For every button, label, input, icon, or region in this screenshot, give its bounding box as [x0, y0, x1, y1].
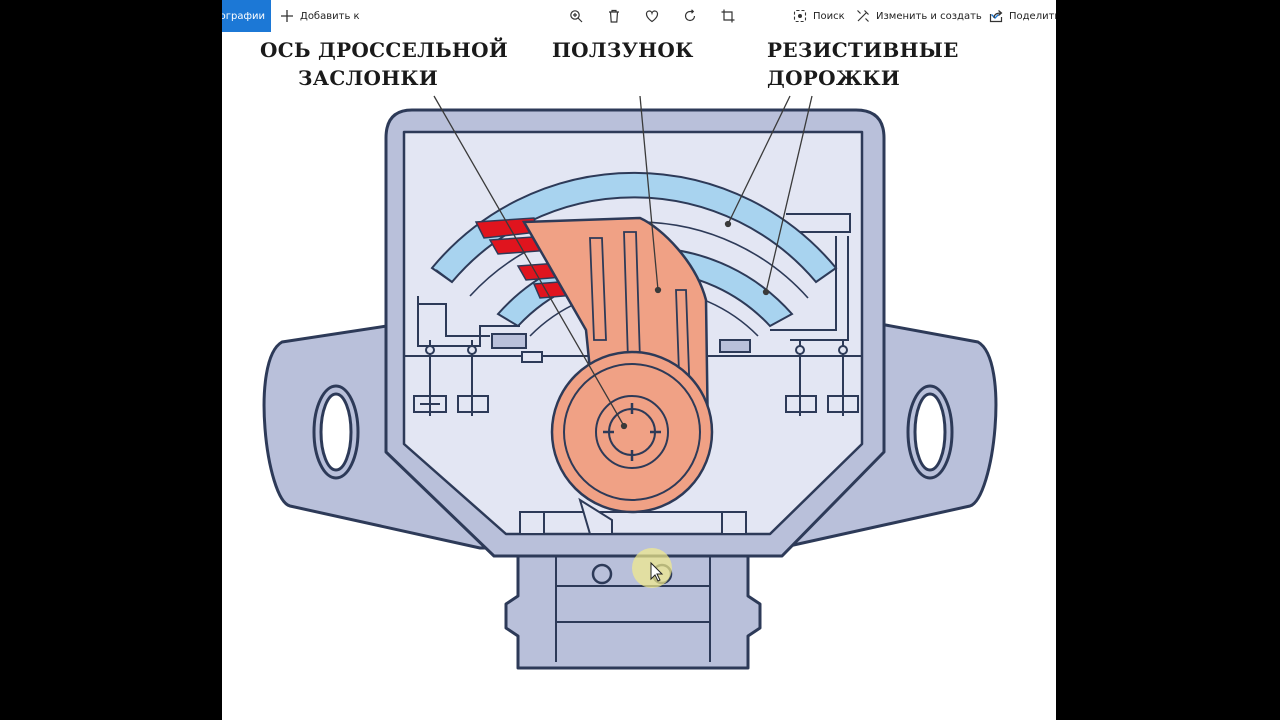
connector-body: [504, 546, 762, 670]
search-label: Поиск: [813, 10, 845, 22]
rotate-icon: [682, 8, 698, 24]
add-to-button[interactable]: Добавить к: [279, 0, 360, 32]
tps-sensor-diagram: [262, 95, 998, 670]
label-throttle-shaft-line1: ОСЬ ДРОССЕЛЬНОЙ: [260, 38, 509, 62]
leader-lines: [433, 95, 813, 430]
label-throttle-shaft-line2: ЗАСЛОНКИ: [298, 66, 439, 90]
connector-pin-hole: [591, 563, 613, 585]
tab-photos[interactable]: отографии: [222, 0, 271, 32]
search-icon: [792, 8, 808, 24]
edit-icon: [855, 8, 871, 24]
delete-button[interactable]: [606, 0, 622, 32]
chevron-down-icon: [987, 8, 1003, 24]
plus-icon: [279, 8, 295, 24]
label-resistive-tracks-line1: РЕЗИСТИВНЫЕ: [767, 38, 959, 62]
terminal-pins: [413, 340, 859, 416]
zoom-in-button[interactable]: [568, 0, 584, 32]
search-button[interactable]: Поиск: [792, 0, 845, 32]
tab-photos-label: отографии: [222, 10, 265, 22]
label-slider: ПОЛЗУНОК: [552, 38, 694, 62]
crop-button[interactable]: [720, 0, 736, 32]
share-button[interactable]: Поделиться: [988, 0, 1056, 32]
resistive-track-outer: [430, 171, 838, 284]
favorite-button[interactable]: [644, 0, 660, 32]
throttle-shaft: [608, 408, 656, 456]
rotate-button[interactable]: [682, 0, 698, 32]
app-toolbar: отографии Добавить к: [222, 0, 1056, 32]
add-to-label: Добавить к: [300, 10, 360, 22]
edit-create-label: Изменить и создать: [876, 10, 982, 22]
zoom-in-icon: [568, 8, 584, 24]
heart-icon: [644, 8, 660, 24]
photo-viewer: отографии Добавить к: [222, 0, 1056, 720]
mouse-cursor-icon: [650, 561, 664, 582]
edit-create-button[interactable]: Изменить и создать: [855, 0, 1003, 32]
label-resistive-tracks-line2: ДОРОЖКИ: [767, 66, 901, 90]
crop-icon: [720, 8, 736, 24]
share-icon: [988, 8, 1004, 24]
image-canvas: ОСЬ ДРОССЕЛЬНОЙ ЗАСЛОНКИ ПОЛЗУНОК РЕЗИСТ…: [222, 32, 1056, 720]
share-label: Поделиться: [1009, 10, 1056, 22]
delete-icon: [606, 8, 622, 24]
